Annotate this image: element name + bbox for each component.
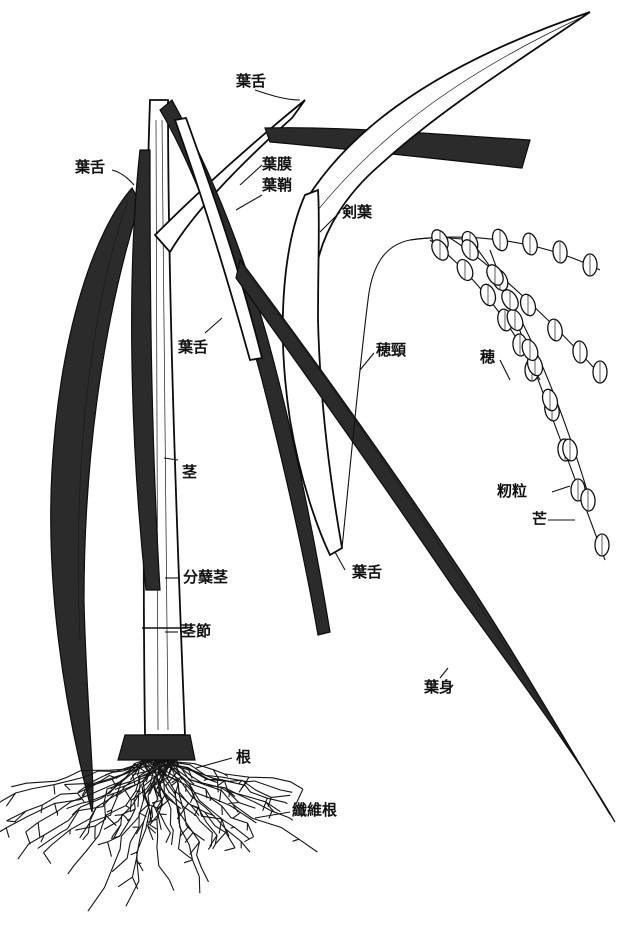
label-ligule-top: 葉舌 bbox=[236, 74, 266, 89]
label-tiller: 分蘖茎 bbox=[183, 570, 228, 585]
label-flag-leaf: 剣葉 bbox=[342, 205, 372, 220]
label-grain: 籾粒 bbox=[497, 484, 527, 499]
label-root: 根 bbox=[236, 750, 251, 765]
label-ligule-mid: 葉舌 bbox=[178, 340, 208, 355]
label-fibrous-root: 纖維根 bbox=[292, 803, 337, 818]
label-blade: 葉身 bbox=[424, 680, 454, 695]
label-auricle: 葉膜 bbox=[262, 157, 292, 172]
label-sheath: 葉鞘 bbox=[262, 178, 292, 193]
label-neck: 穂頸 bbox=[376, 343, 406, 358]
label-awn: 芒 bbox=[532, 512, 547, 527]
label-ligule-low: 葉舌 bbox=[352, 565, 382, 580]
label-panicle: 穂 bbox=[480, 350, 495, 365]
label-stem: 茎 bbox=[182, 465, 197, 480]
label-ligule-left: 葉舌 bbox=[75, 160, 105, 175]
label-node: 茎節 bbox=[181, 624, 211, 639]
